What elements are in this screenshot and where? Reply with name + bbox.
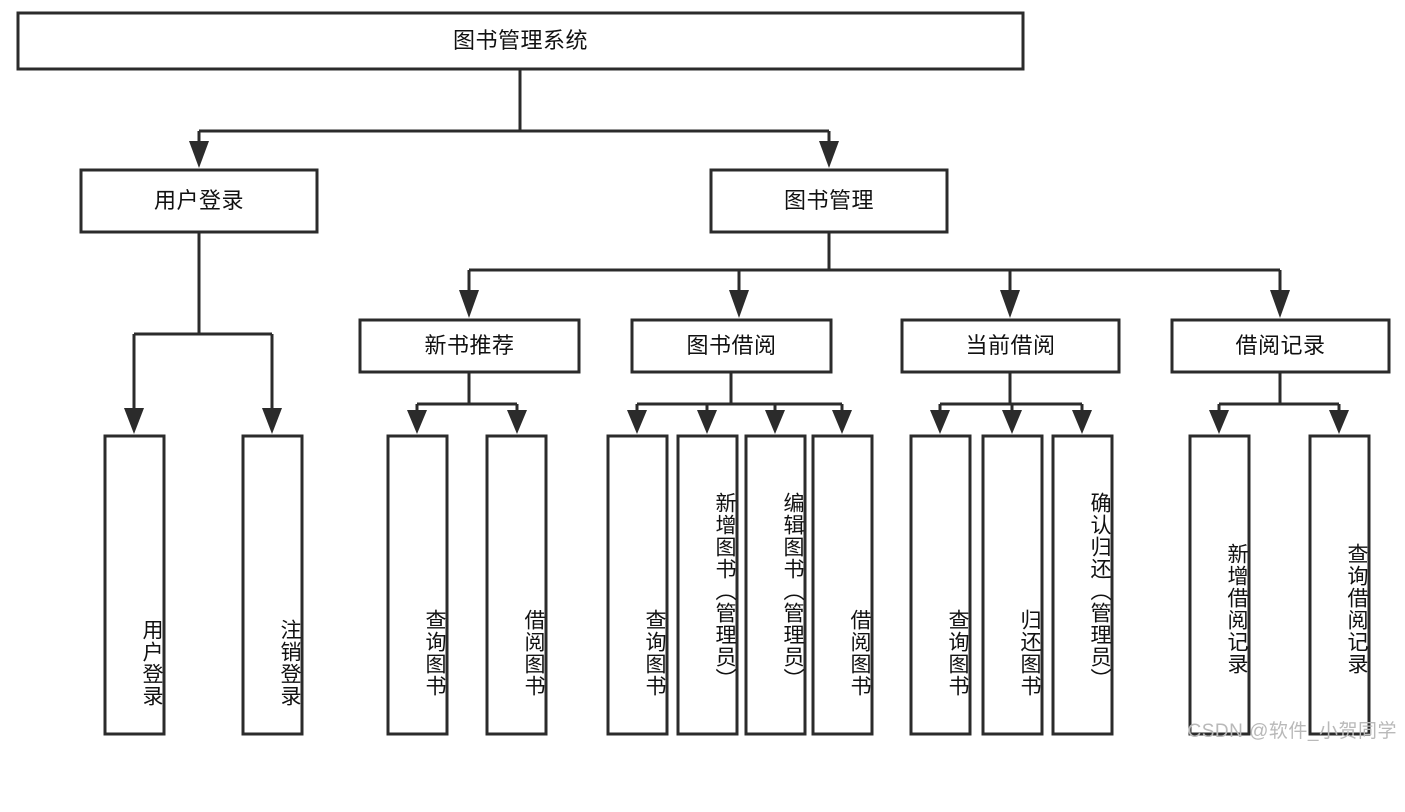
arrow-head-leaf-user-login — [124, 408, 144, 434]
node-box-leaf-add-borrow-record[interactable] — [1188, 434, 1251, 736]
arrow-head-current-borrow — [1000, 290, 1020, 318]
node-box-book-borrow[interactable] — [630, 318, 833, 374]
arrow-head-leaf-borrow-book-1 — [507, 410, 527, 434]
node-box-leaf-add-book-admin[interactable] — [676, 434, 739, 736]
arrow-head-leaf-logout-login — [262, 408, 282, 434]
connector-root-to-level2 — [189, 69, 839, 168]
connector-borrow-record-to-leaves — [1209, 372, 1349, 434]
node-box-leaf-edit-book-admin[interactable] — [744, 434, 807, 736]
node-box-leaf-return-book[interactable] — [981, 434, 1044, 736]
connector-book-borrow-to-leaves — [627, 372, 852, 434]
node-box-leaf-query-borrow-record[interactable] — [1308, 434, 1371, 736]
connector-current-borrow-to-leaves — [930, 372, 1092, 434]
node-box-borrow-record[interactable] — [1170, 318, 1391, 374]
arrow-head-leaf-add-borrow-record — [1209, 410, 1229, 434]
arrow-head-leaf-edit-book-admin — [765, 410, 785, 434]
arrow-head-user-login — [189, 141, 209, 168]
connector-book-manage-to-level3 — [459, 232, 1290, 318]
arrow-head-book-borrow — [729, 290, 749, 318]
diagram-canvas — [16, 11, 1391, 736]
watermark-text: CSDN @软件_小贺同学 — [1187, 721, 1397, 742]
node-box-new-book-recommend[interactable] — [358, 318, 581, 374]
node-box-leaf-user-login[interactable] — [103, 434, 166, 736]
node-box-leaf-query-book-1[interactable] — [386, 434, 449, 736]
node-box-current-borrow[interactable] — [900, 318, 1121, 374]
arrow-head-leaf-add-book-admin — [697, 410, 717, 434]
node-box-leaf-borrow-book-1[interactable] — [485, 434, 548, 736]
connector-user-login-to-leaves — [124, 232, 282, 434]
node-box-leaf-query-book-2[interactable] — [606, 434, 669, 736]
arrow-head-leaf-query-book-3 — [930, 410, 950, 434]
arrow-head-leaf-query-book-2 — [627, 410, 647, 434]
node-box-leaf-borrow-book-2[interactable] — [811, 434, 874, 736]
arrow-head-leaf-borrow-book-2 — [832, 410, 852, 434]
arrow-head-leaf-confirm-return-admin — [1072, 410, 1092, 434]
connector-new-book-to-leaves — [407, 372, 527, 434]
node-box-leaf-logout-login[interactable] — [241, 434, 304, 736]
hierarchy-diagram: 图书管理系统 用户登录 图书管理 新书推荐 图书借阅 当前借阅 借阅记录 用户登… — [16, 11, 1397, 742]
node-box-root[interactable] — [16, 11, 1025, 71]
arrow-head-leaf-query-book-1 — [407, 410, 427, 434]
node-box-user-login[interactable] — [79, 168, 319, 234]
node-box-leaf-confirm-return-admin[interactable] — [1051, 434, 1114, 736]
arrow-head-new-book-recommend — [459, 290, 479, 318]
arrow-head-book-manage — [819, 141, 839, 168]
node-box-book-manage[interactable] — [709, 168, 949, 234]
arrow-head-borrow-record — [1270, 290, 1290, 318]
arrow-head-leaf-query-borrow-record — [1329, 410, 1349, 434]
arrow-head-leaf-return-book — [1002, 410, 1022, 434]
node-box-leaf-query-book-3[interactable] — [909, 434, 972, 736]
